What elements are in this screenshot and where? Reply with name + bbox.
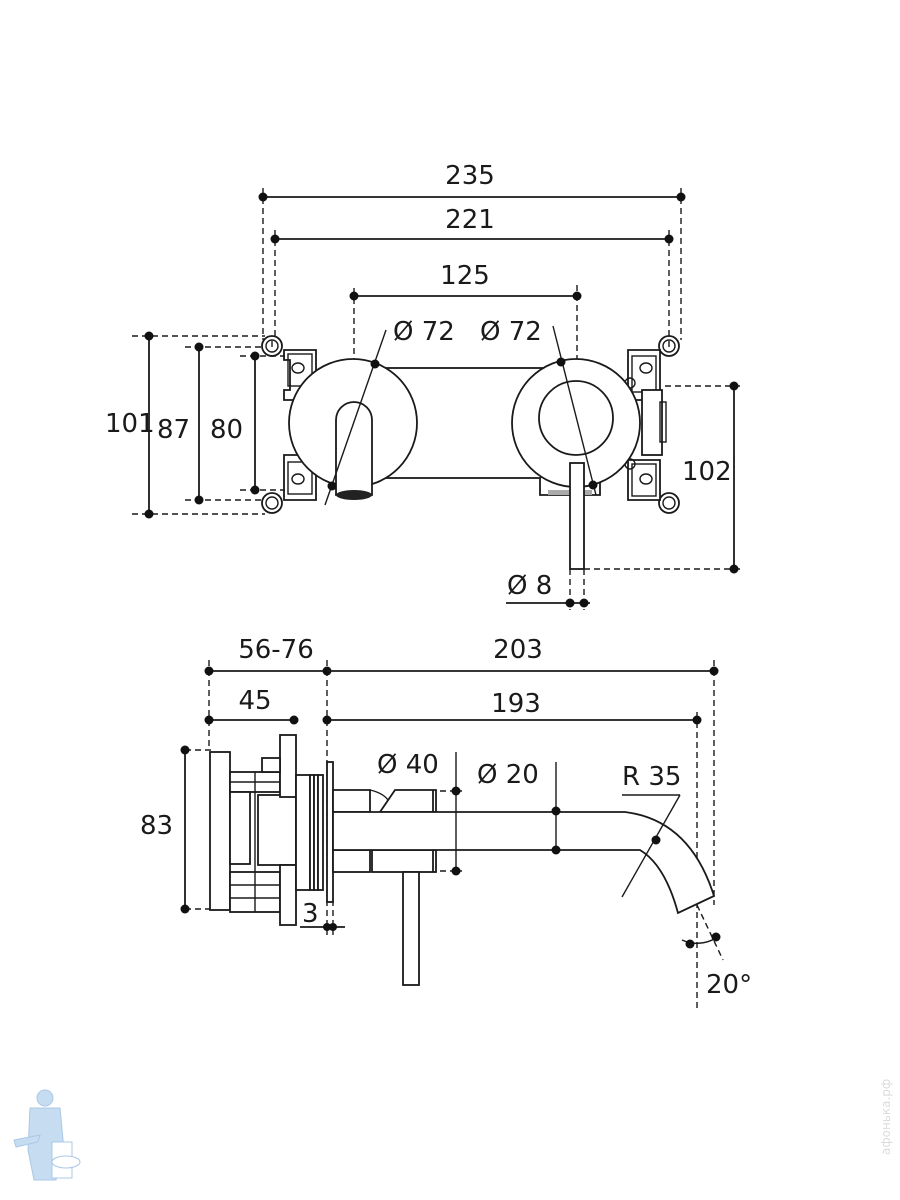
dim-box-height: 83 [140, 745, 212, 914]
lever-handle [402, 871, 420, 986]
label-80: 80 [210, 415, 243, 445]
label-83: 83 [140, 811, 173, 841]
dim-wall-depth-range: 56-76 [204, 635, 332, 935]
dim-total-projection: 203 [327, 635, 719, 905]
label-235: 235 [445, 161, 495, 191]
label-3: 3 [302, 899, 319, 929]
dim-height-outer: 101 [105, 331, 265, 519]
dim-spout-diameter: Ø 20 [477, 760, 561, 855]
top-view: 235 221 125 Ø 72 Ø 72 [105, 161, 740, 610]
mounting-box [209, 734, 334, 926]
label-diameter-right: Ø 72 [480, 317, 542, 347]
dim-spout-projection: 193 [322, 689, 702, 1008]
spout [332, 811, 716, 915]
dim-center-distance: 125 [349, 261, 582, 360]
dim-box-depth: 45 [204, 686, 299, 725]
dim-outlet-angle: 20° [681, 904, 752, 1000]
label-125: 125 [440, 261, 490, 291]
side-view: 56-76 203 45 193 83 [140, 635, 752, 1008]
label-diameter-20: Ø 20 [477, 760, 539, 790]
label-diameter-left: Ø 72 [393, 317, 455, 347]
dim-lever-diameter: Ø 8 [506, 569, 590, 610]
mounting-bracket-right [624, 335, 680, 514]
label-193: 193 [491, 689, 541, 719]
label-diameter-8: Ø 8 [507, 571, 552, 601]
label-56-76: 56-76 [238, 635, 314, 665]
label-102: 102 [682, 457, 732, 487]
label-101: 101 [105, 409, 155, 439]
dim-body-diameter: Ø 40 [377, 750, 462, 876]
dim-plate-thickness: 3 [300, 899, 345, 935]
label-203: 203 [493, 635, 543, 665]
dim-height-middle: 87 [157, 342, 262, 505]
rosette-right-lever [511, 325, 641, 570]
label-221: 221 [445, 205, 495, 235]
dim-spout-bend-radius: R 35 [621, 762, 681, 898]
valve-body [332, 789, 437, 986]
rosette-left-spout [288, 329, 418, 506]
label-45: 45 [238, 686, 271, 716]
watermark-text: афонька.рф [879, 1079, 893, 1155]
dim-mount-hole-spacing: 221 [270, 205, 674, 340]
label-diameter-40: Ø 40 [377, 750, 439, 780]
label-r35: R 35 [622, 762, 681, 792]
dim-overall-width: 235 [258, 161, 686, 340]
dim-height-inner: 80 [210, 351, 285, 495]
label-87: 87 [157, 415, 190, 445]
plumber-mascot-logo [13, 1089, 81, 1181]
dim-lever-drop: 102 [584, 381, 740, 574]
label-20-degree: 20° [706, 970, 752, 1000]
